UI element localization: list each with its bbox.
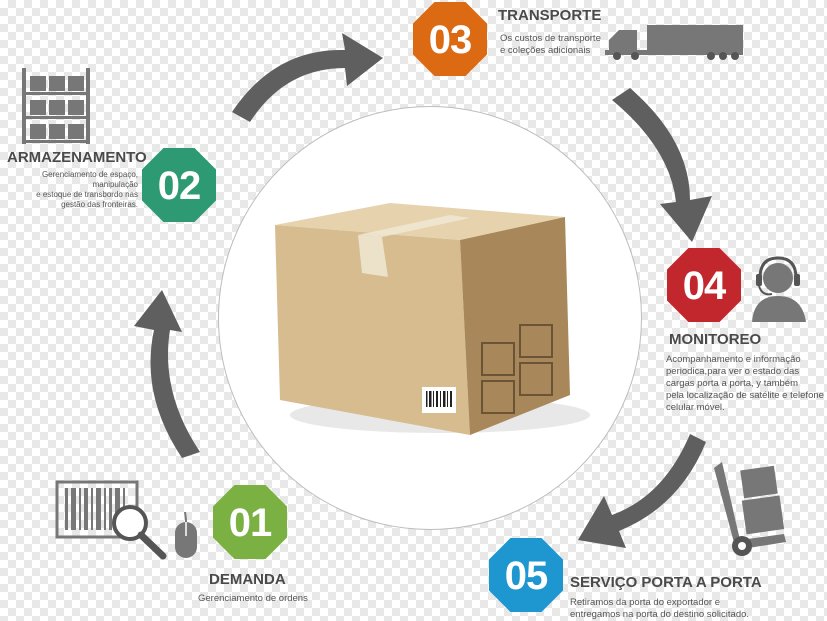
step-03-title: TRANSPORTE (498, 7, 602, 24)
step-01-number: 01 (228, 500, 272, 545)
step-04-description: Acompanhamento e informação periodica,pa… (666, 354, 824, 413)
cardboard-box-image (275, 203, 590, 435)
step-02-number: 02 (157, 163, 201, 208)
step-02-title: ARMAZENAMENTO (7, 149, 147, 166)
step-05-number: 05 (504, 553, 548, 598)
warehouse-shelf-icon (22, 68, 90, 144)
step-03-number: 03 (428, 17, 472, 62)
arrow-01-to-02 (134, 290, 200, 458)
step-04-number: 04 (682, 263, 726, 308)
truck-icon (605, 25, 743, 60)
step-05-description: Retiramos da porta do exportador e entre… (570, 597, 750, 620)
arrow-03-to-04 (612, 88, 712, 242)
arrow-04-to-05 (578, 434, 706, 548)
barcode-scanner-icon (55, 480, 167, 560)
arrow-02-to-03 (232, 33, 383, 122)
mouse-icon (175, 511, 197, 558)
hand-truck-icon (714, 462, 786, 556)
step-05-title: SERVIÇO PORTA A PORTA (570, 574, 762, 591)
step-04-badge: 04 (667, 248, 741, 322)
step-02-badge: 02 (142, 148, 216, 222)
step-01-description: Gerenciamento de ordens (198, 593, 308, 604)
step-01-title: DEMANDA (209, 571, 286, 588)
step-03-badge: 03 (413, 2, 487, 76)
step-03-description: Os custos de transporte e coleções adici… (500, 33, 601, 56)
step-01-badge: 01 (213, 485, 287, 559)
step-02-description: Gerenciamento de espaço, manipulação e e… (36, 170, 138, 209)
step-05-badge: 05 (489, 538, 563, 612)
step-04-title: MONITOREO (669, 331, 762, 348)
headset-operator-icon (752, 256, 806, 322)
